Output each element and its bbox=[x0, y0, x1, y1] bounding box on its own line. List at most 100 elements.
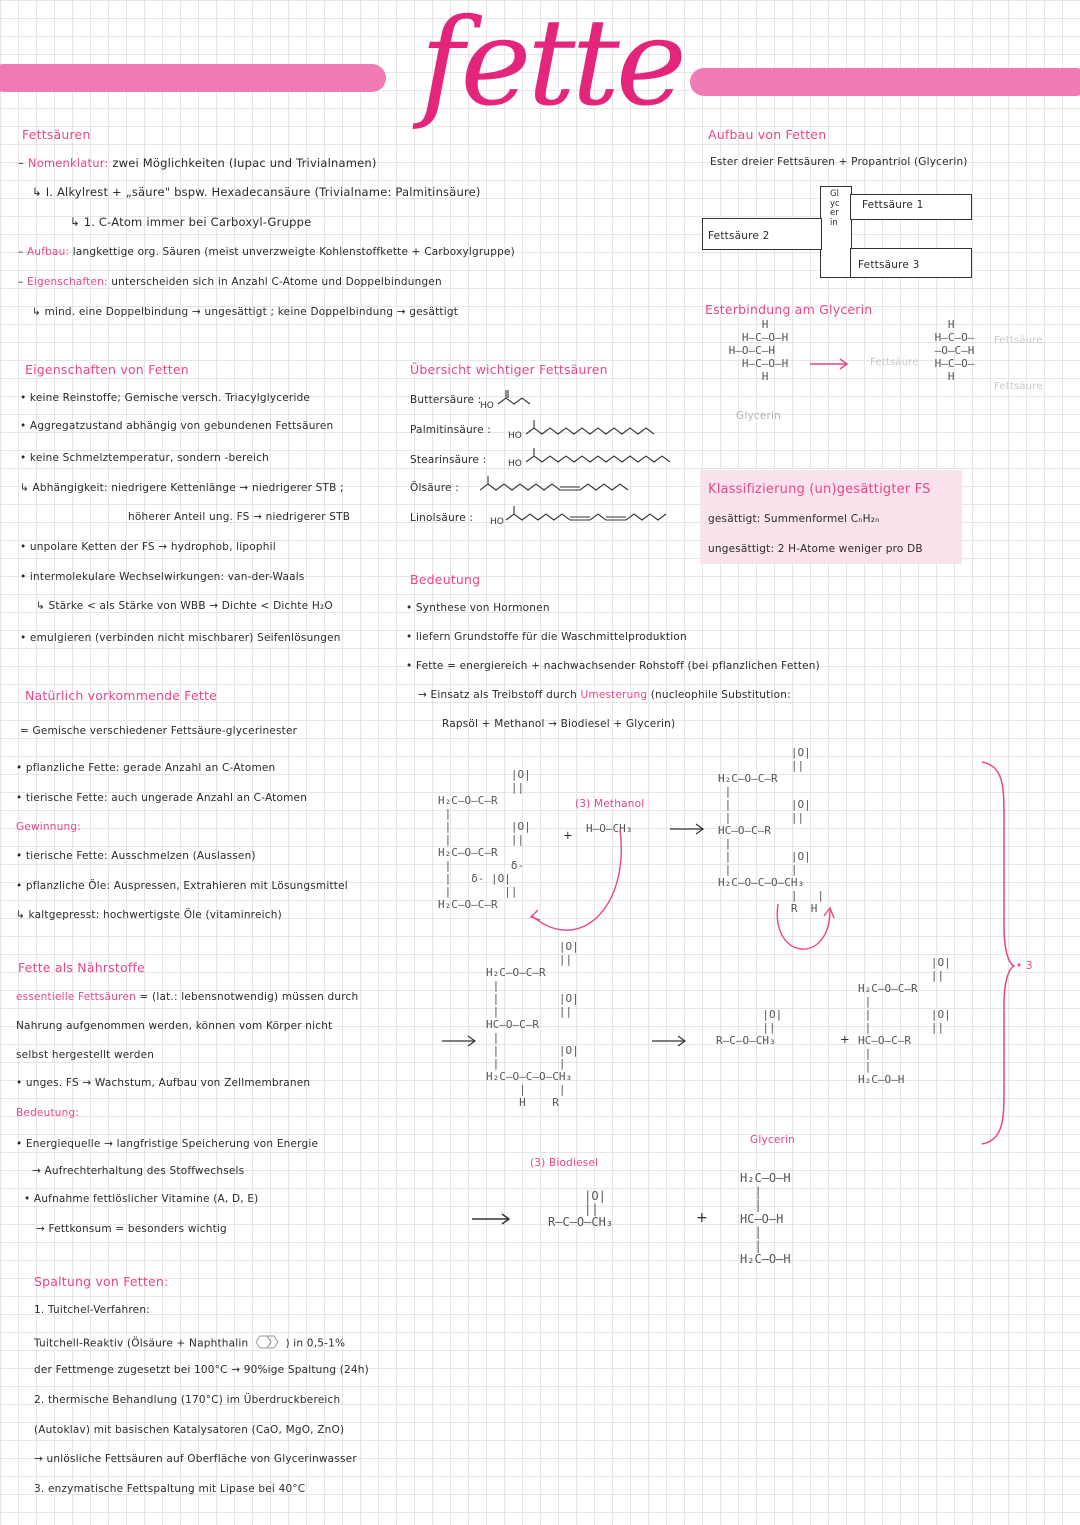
fettsaeure-3: Fettsäure 3 bbox=[858, 259, 920, 271]
natuerlich-item: • pflanzliche Fette: gerade Anzahl an C-… bbox=[16, 762, 276, 774]
bedeutung-item: • liefern Grundstoffe für die Waschmitte… bbox=[406, 631, 687, 643]
triglycerid-molecule: H H–C–O– –O–C–H H–C–O– H bbox=[934, 318, 975, 383]
plus-sign-1: + bbox=[563, 828, 573, 842]
eigenschaften-line: – Eigenschaften: unterscheiden sich in A… bbox=[18, 276, 442, 288]
heading-fettsaeuren: Fettsäuren bbox=[22, 127, 91, 142]
naehrstoffe-bedeutung-item: • Energiequelle → langfristige Speicheru… bbox=[16, 1138, 319, 1150]
glycerin-caption: Glycerin bbox=[736, 410, 781, 422]
acid-name: Palmitinsäure : bbox=[410, 424, 492, 436]
spaltung-item: 3. enzymatische Fettspaltung mit Lipase … bbox=[34, 1483, 306, 1495]
naphthalin-icon bbox=[252, 1334, 282, 1353]
acid-name: Buttersäure : bbox=[410, 394, 482, 406]
heading-naehrstoffe: Fette als Nährstoffe bbox=[18, 960, 145, 975]
heading-esterbindung: Esterbindung am Glycerin bbox=[705, 302, 873, 317]
fettsaeure-2-box bbox=[702, 218, 822, 250]
eigenschaft-item: ↳ Abhängigkeit: niedrigere Kettenlänge →… bbox=[20, 482, 344, 494]
naehrstoffe-item: Nahrung aufgenommen werden, können vom K… bbox=[16, 1020, 333, 1032]
spaltung-item: ) in 0,5-1% bbox=[285, 1337, 346, 1350]
times-three: • 3 bbox=[1016, 960, 1033, 972]
ester-product: |O| || R–C–O–CH₃ bbox=[716, 1008, 783, 1047]
bedeutung-item: → Einsatz als Treibstoff durch bbox=[418, 689, 577, 701]
heading-natuerlich: Natürlich vorkommende Fette bbox=[25, 688, 217, 703]
aufbau-line: – Aufbau: langkettige org. Säuren (meist… bbox=[18, 246, 515, 258]
heading-aufbau-fetten: Aufbau von Fetten bbox=[708, 127, 827, 142]
heading-bedeutung-naehrstoffe: Bedeutung: bbox=[16, 1107, 80, 1119]
header-bar-right bbox=[690, 68, 1080, 96]
umesterung-rest: (nucleophile Substitution: bbox=[650, 689, 791, 701]
essentiell-text: = (lat.: lebensnotwendig) müssen durch bbox=[139, 991, 359, 1003]
reaction-arrow-2 bbox=[442, 1035, 477, 1047]
natuerlich-item: • tierische Fette: auch ungerade Anzahl … bbox=[16, 792, 308, 804]
nomenklatur-label: Nomenklatur: bbox=[27, 156, 109, 170]
heading-klassifizierung: Klassifizierung (un)gesättigter FS bbox=[708, 482, 931, 497]
eigenschaften-2: ↳ mind. eine Doppelbindung → ungesättigt… bbox=[32, 306, 459, 318]
svg-text:HO: HO bbox=[490, 517, 504, 527]
umesterung-label: Umesterung bbox=[580, 689, 648, 701]
bedeutung-item: • Synthese von Hormonen bbox=[406, 602, 550, 614]
fettsaeure-1-box bbox=[850, 194, 972, 220]
naehrstoffe-item: • unges. FS → Wachstum, Aufbau von Zellm… bbox=[16, 1077, 311, 1089]
nomenklatur-2: ↳ 1. C-Atom immer bei Carboxyl-Gruppe bbox=[70, 215, 312, 229]
header-bar-left bbox=[0, 64, 386, 92]
klassifizierung-gesaettigt: gesättigt: Summenformel CₙH₂ₙ bbox=[708, 513, 880, 525]
gewinnung-item: • tierische Fette: Ausschmelzen (Auslass… bbox=[16, 850, 256, 862]
nomenklatur-line: – Nomenklatur: zwei Möglichkeiten (Iupac… bbox=[18, 156, 377, 170]
reaction-arrow-1 bbox=[670, 823, 705, 835]
eigenschaft-item: • intermolekulare Wechselwirkungen: van-… bbox=[20, 571, 305, 583]
eigenschaft-item: • keine Schmelztemperatur, sondern -bere… bbox=[20, 452, 269, 464]
glycerin-product-label: Glycerin bbox=[750, 1134, 795, 1146]
triglycerid-start: |O| || H₂C–O–C–R | | |O| | || H₂C–O–C–R … bbox=[438, 768, 531, 911]
fettsaeure-2: Fettsäure 2 bbox=[708, 230, 770, 242]
gewinnung-item: ↳ kaltgepresst: hochwertigste Öle (vitam… bbox=[16, 909, 282, 921]
intermediate-1: |O| || H₂C–O–C–R | | |O| | || HC–O–C–R |… bbox=[718, 746, 824, 915]
spaltung-tuitchell-line: Tuitchell-Reaktiv (Ölsäure + Naphthalin … bbox=[34, 1334, 345, 1353]
intermediate-2: |O| || H₂C–O–C–R | | |O| | || HC–O–C–R |… bbox=[486, 940, 579, 1109]
bedeutung-umesterung-line: → Einsatz als Treibstoff durch Umesterun… bbox=[418, 689, 791, 701]
aufbau-fetten-text: Ester dreier Fettsäuren + Propantriol (G… bbox=[710, 156, 968, 168]
eigenschaft-item: ↳ Stärke < als Stärke von WBB → Dichte <… bbox=[36, 600, 333, 612]
svg-text:HO: HO bbox=[480, 401, 494, 411]
naehrstoffe-item: selbst hergestellt werden bbox=[16, 1049, 155, 1061]
eigenschaften-label: Eigenschaften: bbox=[27, 276, 108, 288]
heading-spaltung: Spaltung von Fetten: bbox=[34, 1274, 169, 1289]
bedeutung-item: Rapsöl + Methanol → Biodiesel + Glycerin… bbox=[442, 718, 676, 730]
fettsaeure-1: Fettsäure 1 bbox=[862, 199, 924, 211]
fettsaeure-label-1: Fettsäure bbox=[994, 335, 1043, 346]
electron-arrow-1 bbox=[529, 829, 622, 931]
plus-sign-2: + bbox=[840, 1032, 850, 1046]
eigenschaften-text: unterscheiden sich in Anzahl C-Atome und… bbox=[111, 276, 442, 288]
eigenschaft-item: • Aggregatzustand abhängig von gebundene… bbox=[20, 420, 334, 432]
naehrstoffe-bedeutung-item: → Fettkonsum = besonders wichtig bbox=[36, 1223, 227, 1235]
essentiell-label: essentielle Fettsäuren bbox=[16, 991, 136, 1003]
spaltung-item: 1. Tuitchel-Verfahren: bbox=[34, 1304, 150, 1316]
aufbau-text: langkettige org. Säuren (meist unverzwei… bbox=[72, 246, 515, 258]
naehrstoffe-bedeutung-item: • Aufnahme fettlöslicher Vitamine (A, D,… bbox=[24, 1193, 259, 1205]
gewinnung-item: • pflanzliche Öle: Auspressen, Extrahier… bbox=[16, 880, 348, 892]
acid-name: Linolsäure : bbox=[410, 512, 474, 524]
acid-name: Ölsäure : bbox=[410, 482, 459, 494]
svg-text:HO: HO bbox=[508, 459, 522, 469]
reaction-arrow-3 bbox=[652, 1035, 687, 1047]
aufbau-label: Aufbau: bbox=[27, 246, 70, 258]
eigenschaft-item: • keine Reinstoffe; Gemische versch. Tri… bbox=[20, 392, 311, 404]
eigenschaft-item: • emulgieren (verbinden nicht mischbarer… bbox=[20, 632, 341, 644]
spaltung-item: 2. thermische Behandlung (170°C) im Über… bbox=[34, 1394, 341, 1406]
nomenklatur-1: ↳ I. Alkylrest + „säure" bspw. Hexadecan… bbox=[32, 185, 481, 199]
glycerin-vertical-label: Glycerin bbox=[830, 189, 840, 228]
ester-arrow bbox=[810, 358, 849, 370]
page-title: fette bbox=[420, 0, 687, 133]
essentiell-line: essentielle Fettsäuren = (lat.: lebensno… bbox=[16, 991, 358, 1003]
glycerin-molecule: H H–C–O–H H–O–C–H H–C–O–H H bbox=[728, 318, 789, 383]
spaltung-item: (Autoklav) mit basischen Katalysatoren (… bbox=[34, 1424, 345, 1436]
glycerin-molecule-product: H₂C–O–H | | HC–O–H | | H₂C–O–H bbox=[740, 1171, 791, 1266]
bedeutung-item: • Fette = energiereich + nachwachsender … bbox=[406, 660, 820, 672]
heading-eigenschaften-fetten: Eigenschaften von Fetten bbox=[25, 362, 189, 377]
fettsaeure-label-3: Fettsäure bbox=[994, 381, 1043, 392]
biodiesel-molecule: |O| || R–C–O–CH₃ bbox=[548, 1189, 614, 1229]
plus-sign-3: + bbox=[696, 1210, 708, 1226]
acid-name: Stearinsäure : bbox=[410, 454, 487, 466]
methanol-label: (3) Methanol bbox=[575, 798, 645, 810]
fettsaeure-label-2: Fettsäure bbox=[870, 357, 919, 368]
heading-uebersicht: Übersicht wichtiger Fettsäuren bbox=[410, 362, 608, 377]
heading-gewinnung: Gewinnung: bbox=[16, 821, 81, 833]
